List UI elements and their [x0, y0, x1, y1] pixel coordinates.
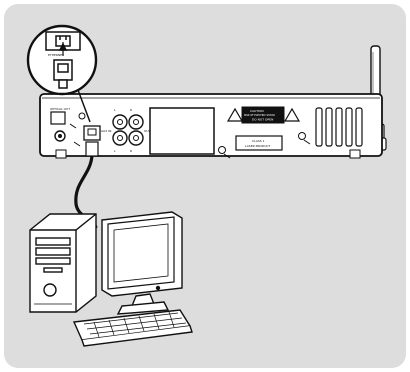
optical-port-icon: [50, 111, 66, 125]
warning-label: CAUTION RISK OF ELECTRIC SHOCK DO NOT OP…: [226, 106, 301, 124]
rca-jacks: [112, 114, 144, 146]
stereo-rear-panel: OPTICAL OUT L R L R AUX IN OUT: [39, 45, 387, 159]
monitor-icon: [101, 211, 183, 315]
out-label: OUT: [144, 129, 151, 133]
port-callout: ETHERNET: [26, 24, 98, 123]
jack-label-1: L: [114, 108, 116, 112]
ethernet-plug-icon: [53, 42, 73, 89]
vent-slots: [315, 107, 363, 147]
keyboard-icon: [72, 309, 193, 347]
warning-line-3: DO NOT OPEN: [252, 118, 273, 122]
jack-label-4: R: [130, 149, 132, 153]
optical-out-label: OPTICAL OUT: [50, 107, 70, 111]
jack-label-2: R: [130, 108, 132, 112]
computer: [29, 211, 193, 347]
laser-label: [235, 135, 283, 151]
jack-label-3: L: [114, 149, 116, 153]
rear-cover: [149, 107, 215, 155]
laser-line-2: LASER PRODUCT: [245, 144, 270, 148]
aux-in-label: AUX IN: [101, 129, 111, 133]
laser-line-1: CLASS 1: [252, 139, 265, 143]
warning-line-2: RISK OF ELECTRIC SHOCK: [244, 114, 275, 117]
connection-diagram: OPTICAL OUT L R L R AUX IN OUT: [4, 4, 406, 368]
computer-tower-icon: [29, 213, 97, 313]
callout-port-label: ETHERNET: [48, 53, 64, 57]
warning-triangle-icon: [226, 107, 244, 122]
warning-line-1: CAUTION: [250, 109, 264, 113]
